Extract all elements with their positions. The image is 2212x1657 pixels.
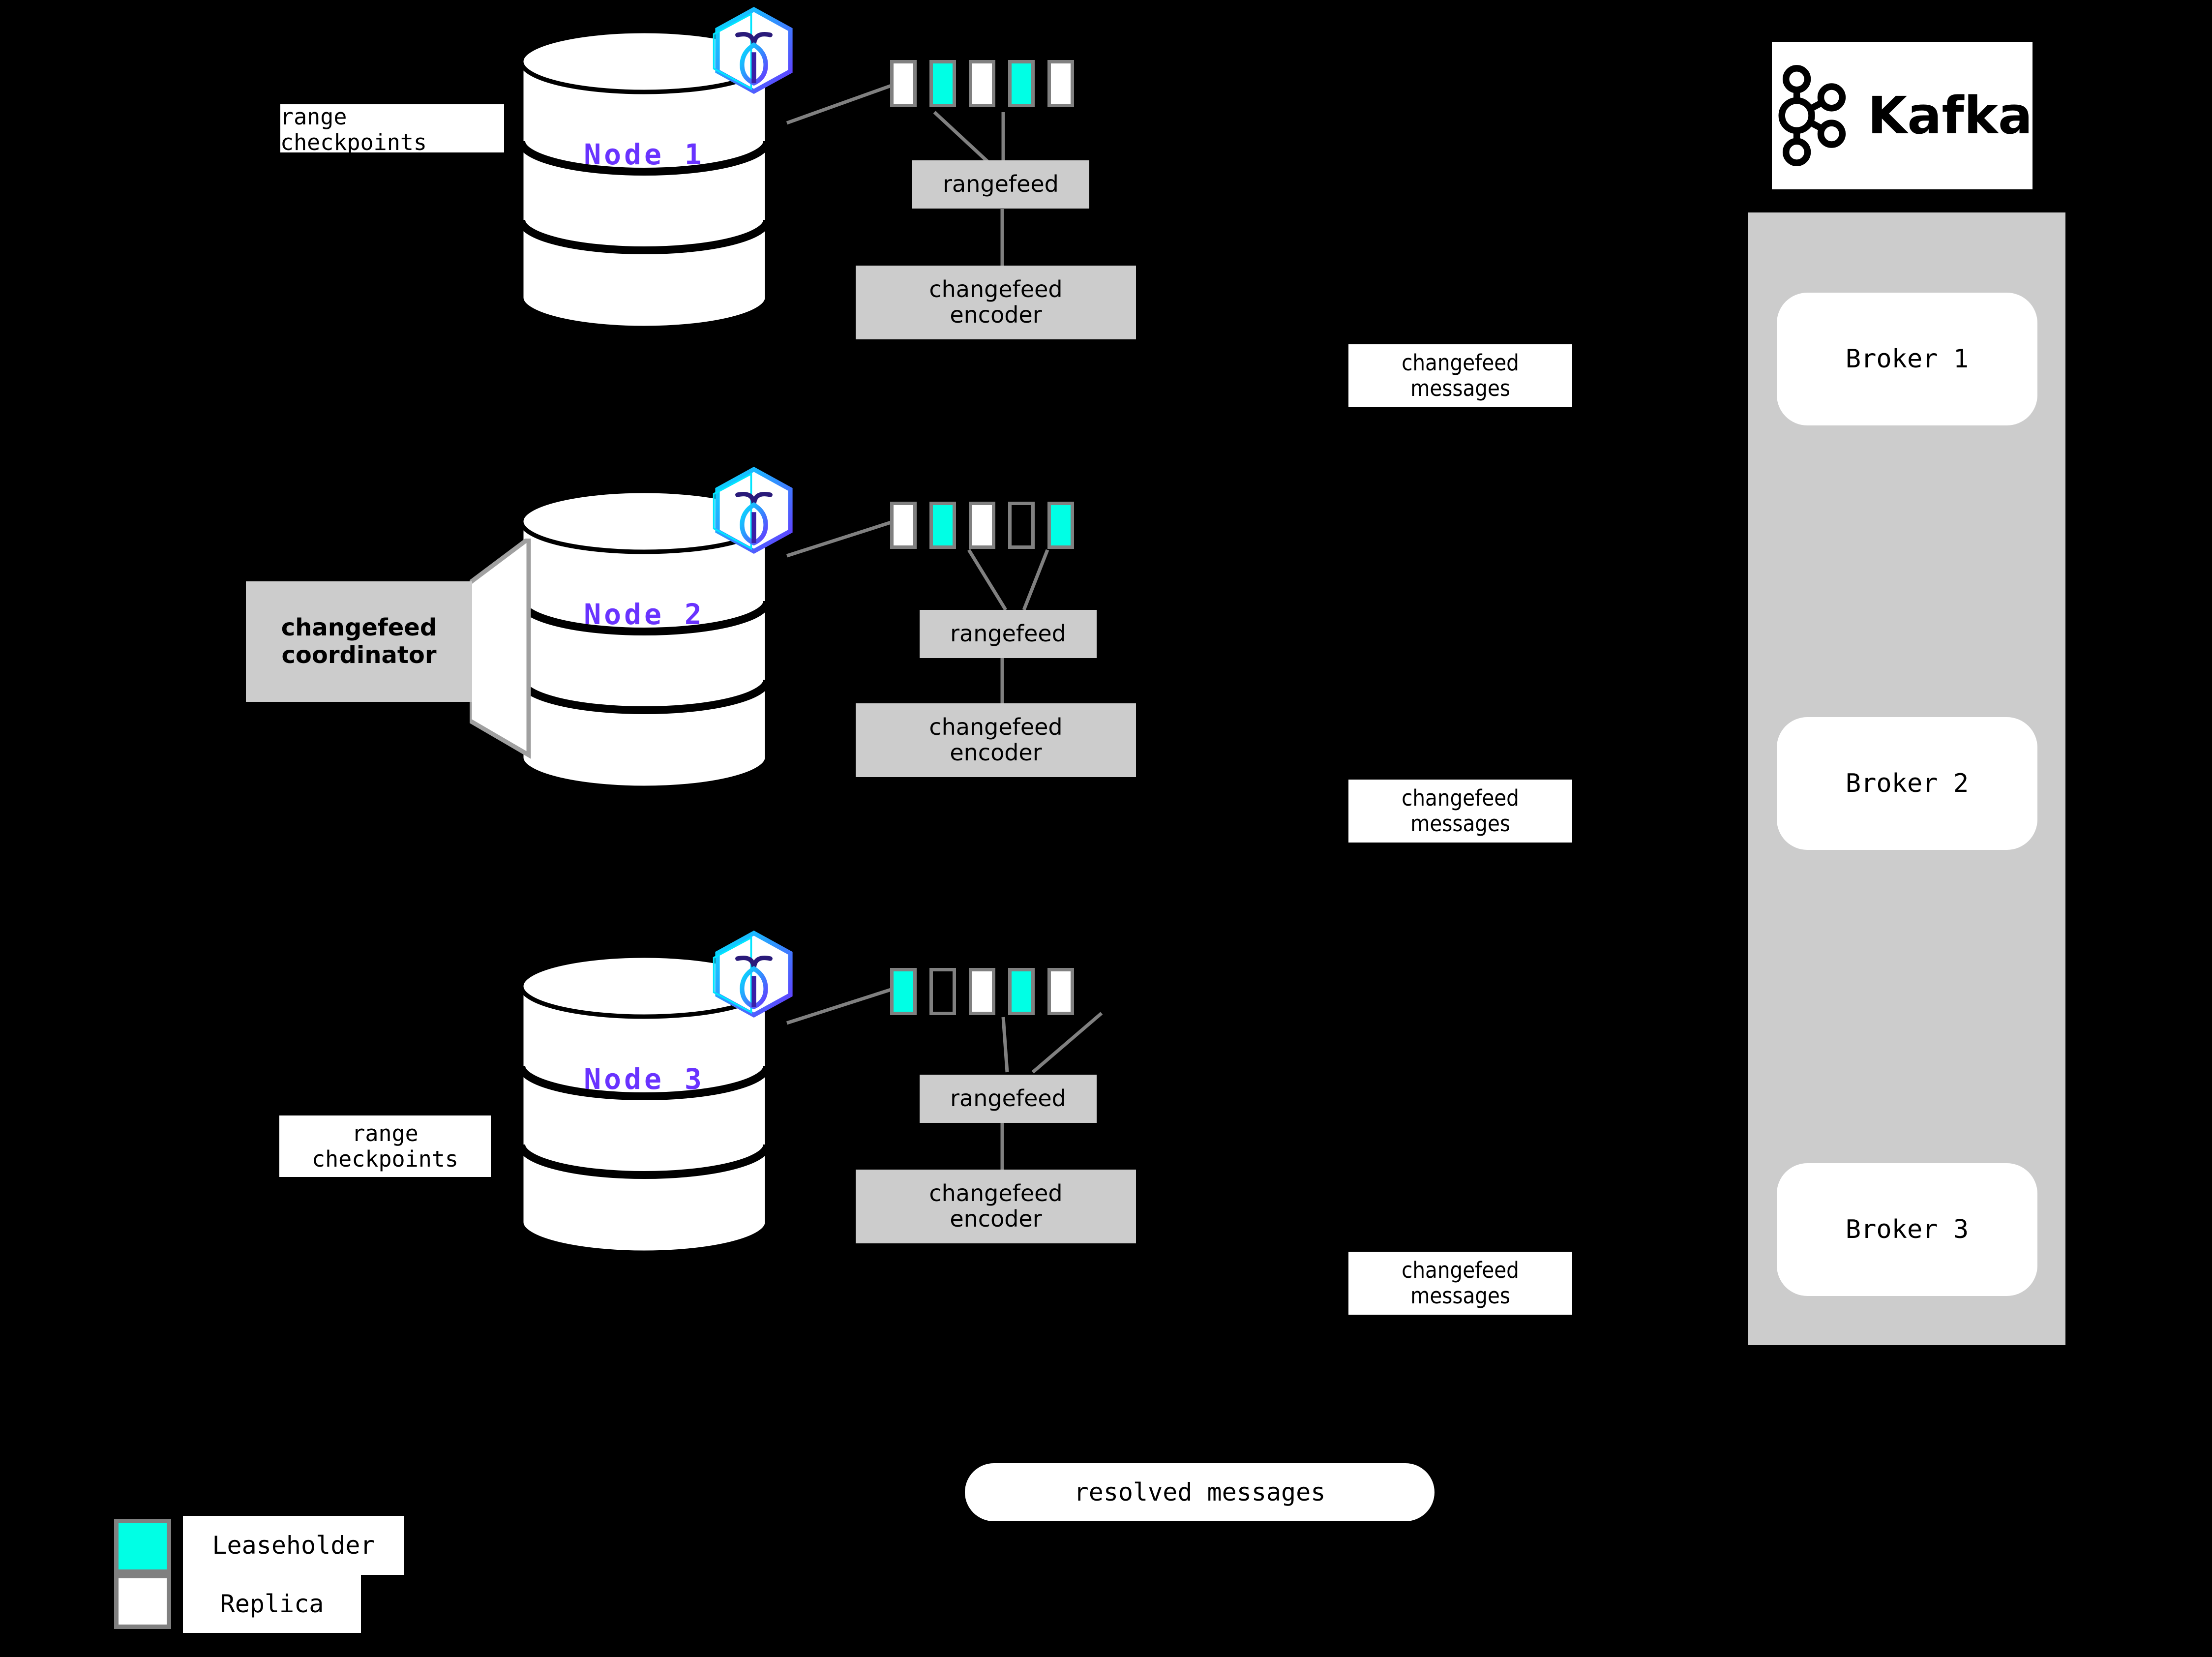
broker-label: Broker 3 — [1845, 1215, 1969, 1244]
range-checkpoints-line1: range — [280, 104, 347, 130]
changefeed-messages-line2: messages — [1410, 1283, 1511, 1309]
broker-box-3[interactable]: Broker 3 — [1777, 1163, 2037, 1296]
range-box-leaseholder — [929, 60, 956, 107]
node-3-cylinder: Node 3 — [516, 952, 772, 1257]
encoder-label-line2: encoder — [950, 1205, 1042, 1232]
rangefeed-label: rangefeed — [943, 171, 1059, 198]
cockroachdb-hex-logo — [707, 5, 801, 96]
range-box-leaseholder — [890, 968, 917, 1015]
node-2-label: Node 2 — [584, 598, 705, 631]
legend-swatch-replica — [114, 1574, 171, 1629]
legend-text: Leaseholder — [212, 1531, 375, 1560]
range-box-replica — [890, 60, 917, 107]
rangefeed-label: rangefeed — [950, 620, 1066, 647]
range-checkpoints-line2: checkpoints — [280, 129, 427, 155]
node-2-cylinder: Node 2 — [516, 487, 772, 792]
legend-label-replica: Replica — [183, 1575, 361, 1633]
legend-swatch-leaseholder — [114, 1519, 171, 1574]
kafka-node-graph-icon — [1778, 65, 1846, 166]
encoder-label-line1: changefeed — [929, 276, 1063, 303]
resolved-messages-label: resolved messages — [1074, 1478, 1326, 1506]
range-box-empty — [929, 968, 956, 1015]
node-1-changefeed-encoder-box: changefeed encoder — [856, 266, 1136, 339]
node-1-range-checkpoints-label: range checkpoints — [280, 104, 504, 155]
node-2-range-row — [890, 502, 1074, 549]
rangefeed-label: rangefeed — [950, 1085, 1066, 1112]
node-3-changefeed-encoder-box: changefeed encoder — [856, 1170, 1136, 1243]
node-1-label: Node 1 — [584, 138, 705, 171]
changefeed-messages-label-2: changefeed messages — [1348, 780, 1572, 843]
node-2-changefeed-encoder-box: changefeed encoder — [856, 703, 1136, 777]
range-box-replica — [890, 502, 917, 549]
changefeed-messages-label-1: changefeed messages — [1348, 344, 1572, 407]
kafka-logo-text: Kafka — [1867, 86, 2033, 146]
range-box-leaseholder — [1008, 968, 1035, 1015]
cylinder-shape — [517, 488, 771, 790]
changefeed-messages-line1: changefeed — [1402, 785, 1519, 812]
changefeed-messages-line2: messages — [1410, 375, 1511, 401]
node-3-range-checkpoints-label: range checkpoints — [279, 1115, 491, 1177]
range-checkpoints-line2: checkpoints — [311, 1145, 458, 1172]
node-1-cylinder: Node 1 — [516, 27, 772, 332]
cylinder-shape — [517, 953, 771, 1255]
changefeed-messages-label-3: changefeed messages — [1348, 1252, 1572, 1315]
changefeed-messages-line2: messages — [1410, 811, 1511, 837]
range-box-replica — [969, 60, 995, 107]
broker-box-1[interactable]: Broker 1 — [1777, 293, 2037, 425]
coordinator-line2: coordinator — [281, 641, 437, 669]
broker-label: Broker 1 — [1845, 344, 1969, 374]
range-box-leaseholder — [1047, 502, 1074, 549]
range-box-replica — [969, 502, 995, 549]
node-2-rangefeed-box: rangefeed — [920, 610, 1097, 658]
encoder-label-line1: changefeed — [929, 1180, 1063, 1207]
broker-label: Broker 2 — [1845, 769, 1969, 798]
range-box-replica — [1047, 968, 1074, 1015]
kafka-logo: Kafka — [1772, 42, 2033, 189]
cockroachdb-hex-logo — [707, 929, 801, 1020]
encoder-label-line2: encoder — [950, 739, 1042, 766]
changefeed-coordinator-box: changefeed coordinator — [246, 581, 472, 702]
range-checkpoints-line1: range — [352, 1120, 418, 1146]
legend-text: Replica — [220, 1590, 324, 1618]
changefeed-messages-line1: changefeed — [1402, 350, 1519, 376]
cylinder-shape — [517, 29, 771, 331]
node-3-range-row — [890, 968, 1074, 1015]
legend-label-leaseholder: Leaseholder — [183, 1516, 404, 1575]
node-1-range-row — [890, 60, 1074, 107]
encoder-label-line2: encoder — [950, 301, 1042, 328]
resolved-messages-pill: resolved messages — [965, 1463, 1435, 1521]
range-box-replica — [1047, 60, 1074, 107]
node-3-label: Node 3 — [584, 1062, 705, 1096]
range-box-replica — [969, 968, 995, 1015]
coordinator-wedge — [470, 539, 531, 759]
coordinator-line1: changefeed — [281, 614, 437, 642]
changefeed-messages-line1: changefeed — [1402, 1257, 1519, 1284]
range-box-leaseholder — [1008, 60, 1035, 107]
node-1-rangefeed-box: rangefeed — [912, 160, 1089, 209]
range-box-empty — [1008, 502, 1035, 549]
cockroachdb-hex-logo — [707, 465, 801, 556]
range-box-leaseholder — [929, 502, 956, 549]
broker-box-2[interactable]: Broker 2 — [1777, 717, 2037, 850]
node-3-rangefeed-box: rangefeed — [920, 1075, 1097, 1123]
encoder-label-line1: changefeed — [929, 714, 1063, 741]
